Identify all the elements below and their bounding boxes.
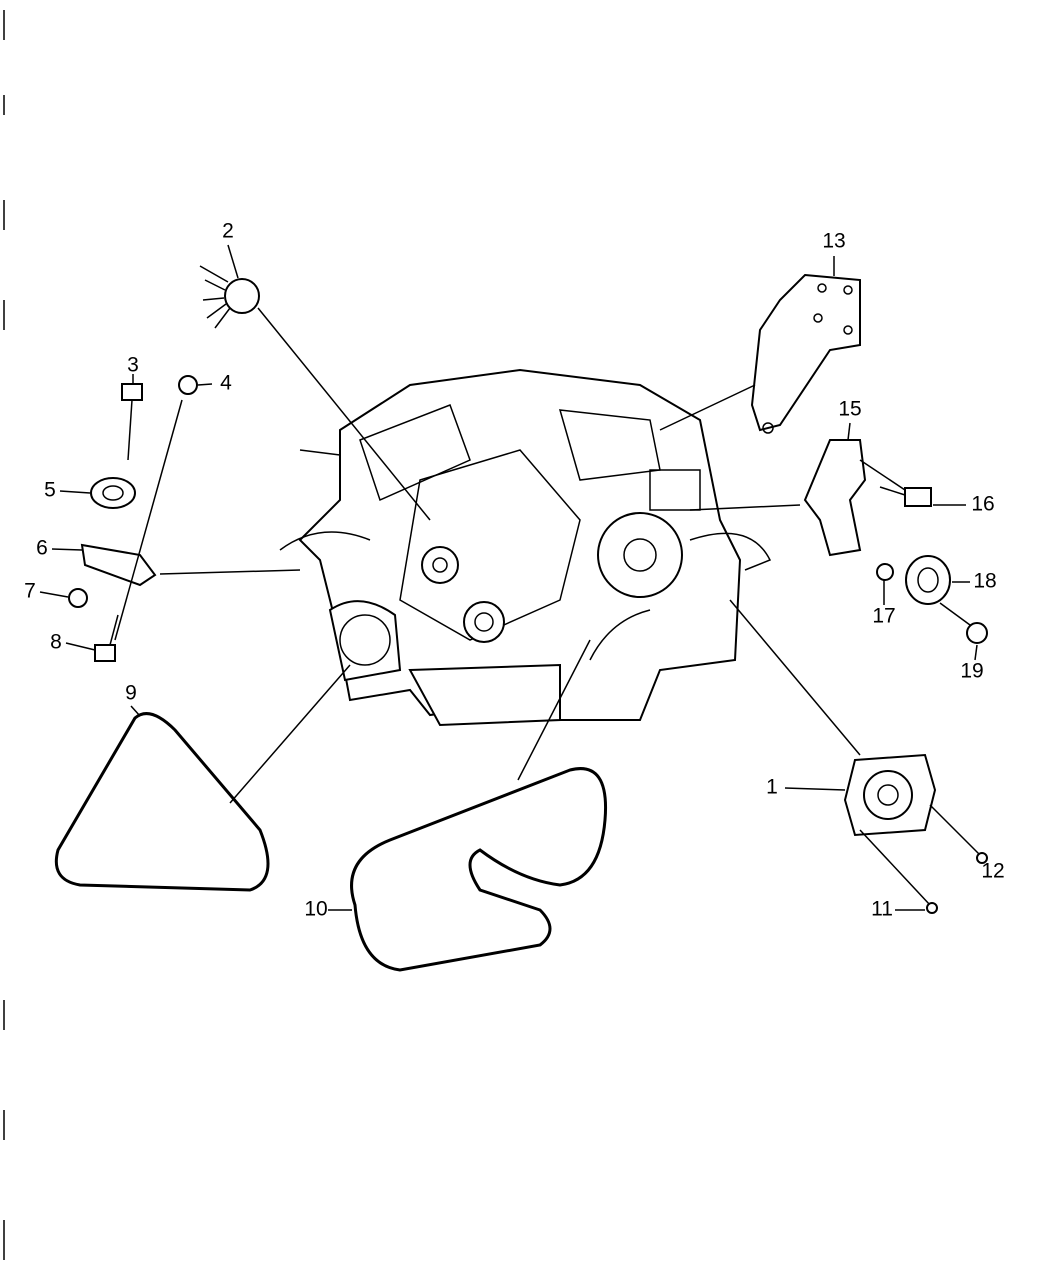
callout-2: 2 xyxy=(222,220,234,243)
part-1-pump xyxy=(729,599,988,914)
callout-7: 7 xyxy=(24,580,36,603)
idler-parts-right xyxy=(689,422,988,661)
callout-1: 1 xyxy=(766,776,778,799)
callout-17: 17 xyxy=(872,605,895,628)
callout-9: 9 xyxy=(125,682,137,705)
belts xyxy=(54,639,608,972)
callout-10: 10 xyxy=(304,898,327,921)
tensioner-parts-left xyxy=(39,374,301,662)
callout-11: 11 xyxy=(871,898,893,921)
callout-13: 13 xyxy=(822,230,845,253)
callout-labels: 1 2 3 4 5 6 7 8 9 10 11 12 13 15 16 17 1… xyxy=(24,220,1005,921)
callout-12: 12 xyxy=(981,860,1004,883)
callout-4: 4 xyxy=(220,372,232,395)
part-2-clip xyxy=(199,244,431,521)
callout-18: 18 xyxy=(973,570,996,593)
callout-8: 8 xyxy=(50,631,62,654)
engine-assembly xyxy=(279,368,772,727)
callout-3: 3 xyxy=(127,354,139,377)
callout-5: 5 xyxy=(44,479,56,502)
callout-15: 15 xyxy=(838,398,861,421)
callout-6: 6 xyxy=(36,537,48,560)
callout-16: 16 xyxy=(971,493,994,516)
part-13-bracket xyxy=(659,256,861,434)
callout-19: 19 xyxy=(960,660,983,683)
